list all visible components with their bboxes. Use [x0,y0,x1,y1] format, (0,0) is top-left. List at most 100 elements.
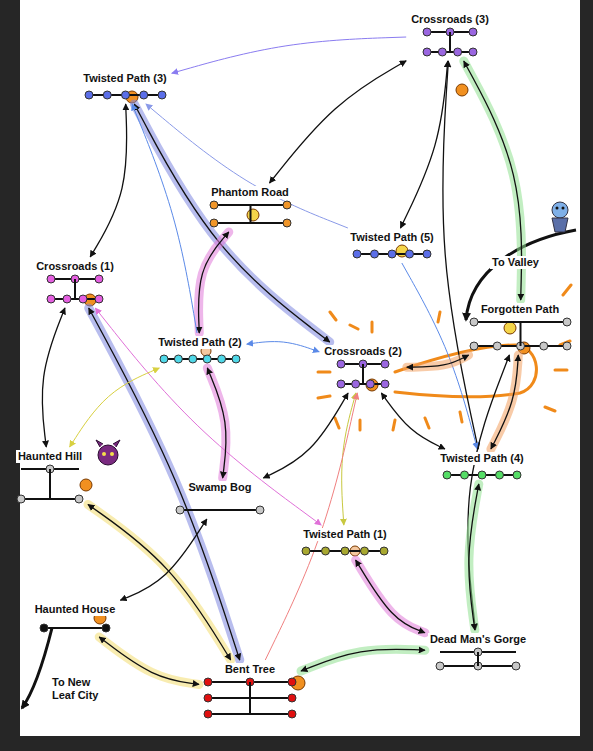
portal-line [407,355,469,367]
portal-line [95,308,321,525]
portal-line [301,649,425,671]
portal-link [172,37,406,73]
portal-line [381,393,445,449]
route-highlight [199,232,229,333]
platform [468,316,573,352]
platform [38,616,112,634]
annotation-marks [318,285,571,430]
route-highlight [356,560,425,633]
portal-link [342,393,356,525]
map-node: Twisted Path (2) [156,336,244,365]
portal-line [42,308,65,447]
map-name: Twisted Path (5) [348,231,436,244]
map-name: Twisted Path (2) [156,336,244,349]
map-name: Dead Man's Gorge [428,633,528,646]
platform [15,463,85,505]
route-highlight [301,649,425,671]
map-node: Haunted House [33,603,118,634]
map-node: Forgotten Path [468,303,573,352]
portal-line [88,504,231,660]
map-name: Twisted Path (3) [81,72,169,85]
exit-arrow [22,628,52,708]
map-node: Crossroads (2) [322,345,404,390]
platform [174,494,266,516]
monster-icon [96,440,120,465]
portal-line [120,519,206,600]
pumpkin-icons [80,84,530,690]
portal-link [270,61,407,183]
platform [335,358,391,390]
map-node: Bent Tree [202,663,298,720]
portal-line [247,342,319,352]
portal-line [342,393,356,525]
portal-link [120,519,206,600]
route-highlight [134,104,329,342]
map-node: Phantom Road [208,186,293,229]
portal-link [400,61,447,228]
portal-line [172,37,406,73]
map-node: Twisted Path (1) [300,528,390,557]
portal-link [407,355,469,367]
platform [45,273,105,305]
portal-link [90,104,127,257]
route-highlight [407,355,469,367]
map-node: Crossroads (3) [409,13,491,58]
map-node: Twisted Path (5) [348,231,436,260]
portal-link [207,368,226,478]
portal-line [199,232,229,333]
map-name: Forgotten Path [479,303,561,316]
map-name: Twisted Path (1) [301,528,389,541]
portal-link [402,263,477,449]
portal-link [95,308,321,525]
portal-link [468,355,510,630]
map-node: Haunted Hill [15,450,85,505]
portal-line [469,484,479,630]
platform [208,199,293,229]
route-highlight [88,504,231,660]
portal-line [263,393,348,478]
platform [202,676,298,720]
portal-line [207,368,226,478]
portal-line [134,104,329,342]
map-name: Twisted Path (4) [438,452,526,465]
map-node: Crossroads (1) [34,260,116,305]
map-name: Crossroads (2) [322,345,404,358]
portal-line [265,393,357,660]
portal-link [199,232,229,333]
map-name: Crossroads (1) [34,260,116,273]
map-name: Phantom Road [209,186,291,199]
portal-line [468,355,510,630]
map-node: Twisted Path (4) [438,452,526,481]
route-highlight [207,368,226,478]
portal-link [70,368,160,447]
map-node: Dead Man's Gorge [428,633,528,672]
portal-link [469,484,479,630]
portal-link [263,393,348,478]
platform [158,349,242,365]
route-highlight [469,484,479,630]
platform [421,26,479,58]
portal-link [247,342,319,352]
map-name: Haunted House [33,603,118,616]
portal-link [381,393,445,449]
portal-link [301,649,425,671]
portal-link [146,104,348,228]
map-node: Twisted Path (3) [81,72,169,101]
portal-link [356,560,425,633]
portal-link [88,504,231,660]
platform [351,244,433,260]
portal-line [90,104,127,257]
platform [300,541,390,557]
map-name: Crossroads (3) [409,13,491,26]
portal-link [134,104,329,342]
portal-line [70,368,160,447]
exit-label: To New Leaf City [50,676,116,702]
map-name: Swamp Bog [187,481,254,494]
map-name: Bent Tree [223,663,277,676]
platform [434,646,522,672]
exit-label: To Valley [490,256,564,269]
portal-line [402,263,477,449]
map-name: Haunted Hill [16,450,84,463]
platform [83,85,168,101]
portal-link [265,393,357,660]
